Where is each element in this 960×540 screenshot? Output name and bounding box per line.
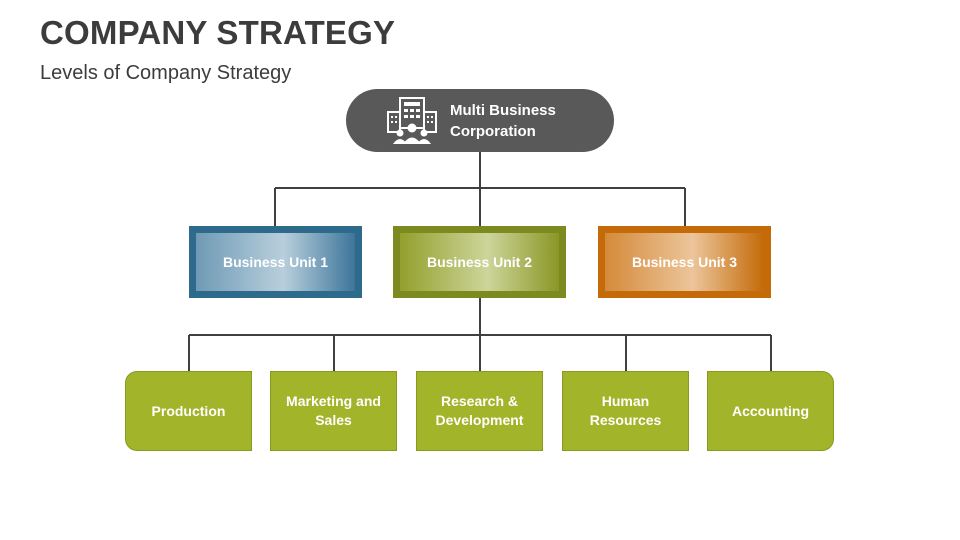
department-marketing-sales: Marketing and Sales [270, 371, 397, 451]
business-unit-1-box: Business Unit 1 [189, 226, 362, 298]
corporate-building-people-icon [387, 96, 437, 144]
business-unit-1-label: Business Unit 1 [196, 233, 355, 291]
department-research-development: Research & Development [416, 371, 543, 451]
department-accounting: Accounting [707, 371, 834, 451]
business-unit-3-label: Business Unit 3 [605, 233, 764, 291]
department-production: Production [125, 371, 252, 451]
business-unit-2-box: Business Unit 2 [393, 226, 566, 298]
department-label: Marketing and Sales [286, 393, 381, 428]
department-label: Research & Development [435, 393, 524, 428]
page-title: COMPANY STRATEGY [40, 14, 396, 51]
department-label: Human Resources [589, 393, 662, 428]
root-node-label: Multi Business Corporation [450, 101, 556, 140]
business-unit-3-box: Business Unit 3 [598, 226, 771, 298]
department-human-resources: Human Resources [562, 371, 689, 451]
business-unit-2-label: Business Unit 2 [400, 233, 559, 291]
department-label: Production [151, 402, 226, 419]
root-node-corporation: Multi Business Corporation [346, 89, 614, 152]
department-label: Accounting [732, 402, 809, 419]
page-subtitle: Levels of Company Strategy [40, 62, 292, 84]
